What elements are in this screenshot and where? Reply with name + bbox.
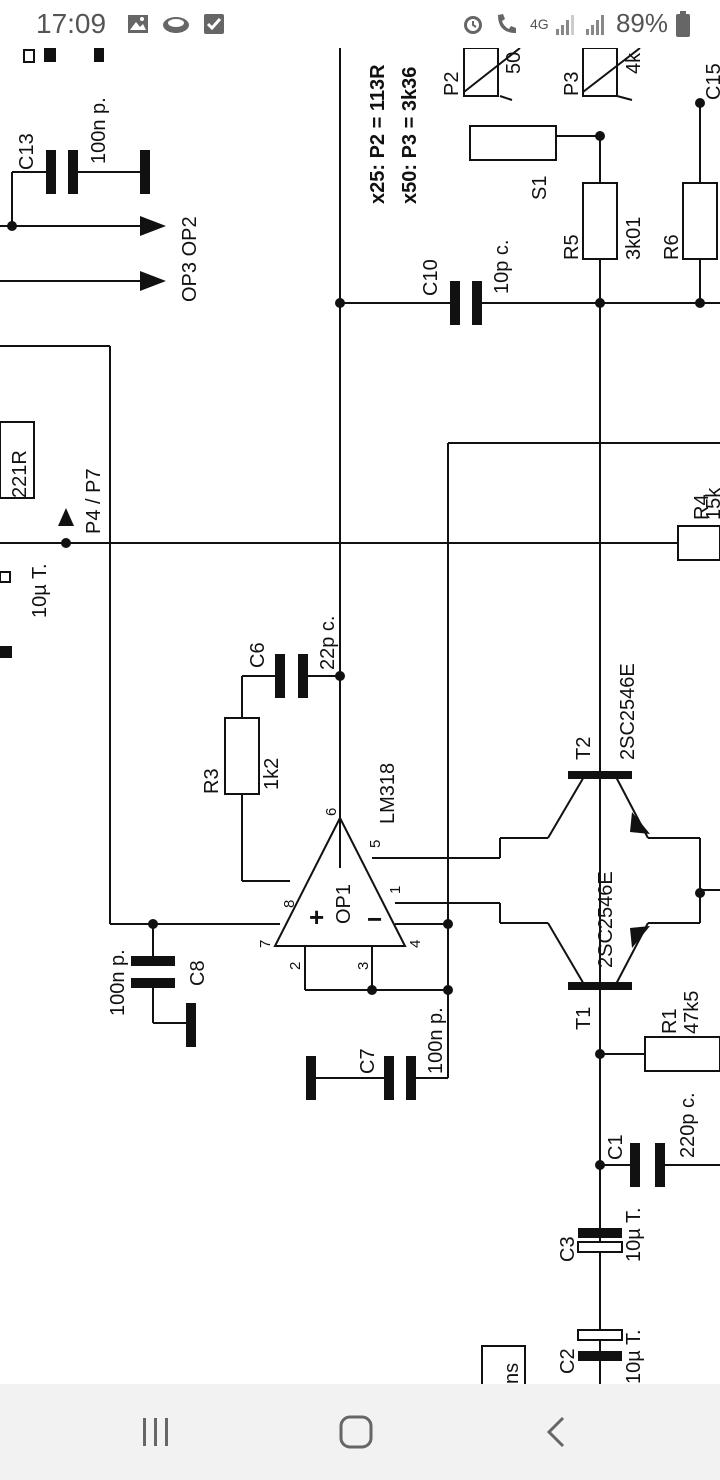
label-t1-value: 2SC2546E bbox=[595, 871, 617, 968]
recent-apps-button[interactable] bbox=[116, 1404, 196, 1460]
label-c3-value: 10µ T. bbox=[623, 1207, 645, 1262]
label-c13-value: 100n p. bbox=[88, 97, 110, 164]
label-p3: P3 bbox=[561, 72, 583, 96]
label-x25: x25: P2 = 113R bbox=[367, 64, 389, 204]
home-button[interactable] bbox=[316, 1404, 396, 1460]
label-pin5: 5 bbox=[367, 840, 384, 848]
label-pin8: 8 bbox=[281, 900, 298, 908]
label-pin6: 6 bbox=[323, 808, 340, 816]
label-x50: x50: P3 = 3k36 bbox=[399, 67, 421, 204]
home-icon bbox=[339, 1415, 373, 1449]
label-p2-value: 50 bbox=[503, 52, 525, 74]
wifi-call-icon bbox=[497, 13, 516, 33]
label-221r: 221R bbox=[9, 450, 31, 498]
label-t2: T2 bbox=[573, 737, 595, 760]
op1-minus-sign: − bbox=[367, 904, 382, 934]
signal-icon-2 bbox=[585, 14, 604, 35]
status-right-group: 4G 89% bbox=[460, 8, 690, 39]
battery-icon bbox=[676, 10, 690, 37]
label-c10-value: 10p c. bbox=[491, 240, 513, 294]
label-s1: S1 bbox=[529, 176, 551, 200]
label-r1: R1 bbox=[659, 1008, 681, 1034]
alarm-icon bbox=[463, 15, 482, 34]
label-r3: R3 bbox=[201, 768, 223, 794]
status-bar: 17:09 4G 89% bbox=[0, 0, 720, 48]
label-c10: C10 bbox=[420, 259, 442, 296]
label-pin2: 2 bbox=[287, 962, 304, 970]
back-button[interactable] bbox=[516, 1404, 596, 1460]
circuit-diagram: + − C13 100n p. OP3 OP2 221R P4 / P7 10µ… bbox=[0, 48, 720, 1384]
label-c15: C15 bbox=[703, 63, 720, 100]
label-ns: ns bbox=[501, 1363, 523, 1384]
back-icon bbox=[546, 1416, 565, 1448]
label-c7-value: 100n p. bbox=[425, 1007, 447, 1074]
checkbox-icon bbox=[204, 14, 224, 34]
schematic-viewer[interactable]: + − C13 100n p. OP3 OP2 221R P4 / P7 10µ… bbox=[0, 48, 720, 1384]
label-c2: C2 bbox=[557, 1348, 579, 1374]
label-10u-t: 10µ T. bbox=[29, 563, 51, 618]
label-p2: P2 bbox=[441, 72, 463, 96]
label-pin4: 4 bbox=[407, 940, 424, 948]
label-pin3: 3 bbox=[355, 962, 372, 970]
label-c7: C7 bbox=[357, 1048, 379, 1074]
label-c1-value: 220p c. bbox=[677, 1092, 699, 1158]
label-p3-value: 4k bbox=[623, 52, 645, 74]
label-r5-value: 3k01 bbox=[623, 217, 645, 260]
label-c13: C13 bbox=[16, 133, 38, 170]
label-c8: C8 bbox=[187, 960, 209, 986]
label-r5: R5 bbox=[561, 234, 583, 260]
label-p4-p7: P4 / P7 bbox=[83, 468, 105, 534]
label-c1: C1 bbox=[605, 1134, 627, 1160]
cloud-icon bbox=[163, 17, 189, 33]
label-op1: OP1 bbox=[333, 884, 355, 924]
signal-icon bbox=[555, 14, 574, 35]
label-r3-value: 1k2 bbox=[261, 758, 283, 790]
label-r1-value: 47k5 bbox=[681, 991, 703, 1034]
navigation-bar bbox=[0, 1384, 720, 1480]
label-pin7: 7 bbox=[257, 940, 274, 948]
status-time: 17:09 bbox=[36, 8, 107, 39]
network-type: 4G bbox=[529, 15, 549, 32]
label-t2-value: 2SC2546E bbox=[617, 663, 639, 760]
label-op3-op2: OP3 OP2 bbox=[179, 216, 201, 302]
label-c6-value: 22p c. bbox=[317, 616, 339, 670]
label-c8-value: 100n p. bbox=[107, 949, 129, 1016]
gallery-icon bbox=[128, 15, 148, 33]
label-lm318: LM318 bbox=[377, 763, 399, 824]
label-t1: T1 bbox=[573, 1007, 595, 1030]
label-r4: R4 bbox=[691, 494, 713, 520]
label-pin1: 1 bbox=[387, 886, 404, 894]
label-c6: C6 bbox=[247, 642, 269, 668]
label-c3: C3 bbox=[557, 1236, 579, 1262]
battery-percent: 89% bbox=[615, 8, 668, 38]
label-r4-value: 15k bbox=[703, 487, 720, 520]
label-r6: R6 bbox=[661, 234, 683, 260]
label-c2-value: 10µ T. bbox=[623, 1329, 645, 1384]
recent-apps-icon bbox=[143, 1418, 168, 1446]
op1-plus-sign: + bbox=[309, 902, 324, 932]
